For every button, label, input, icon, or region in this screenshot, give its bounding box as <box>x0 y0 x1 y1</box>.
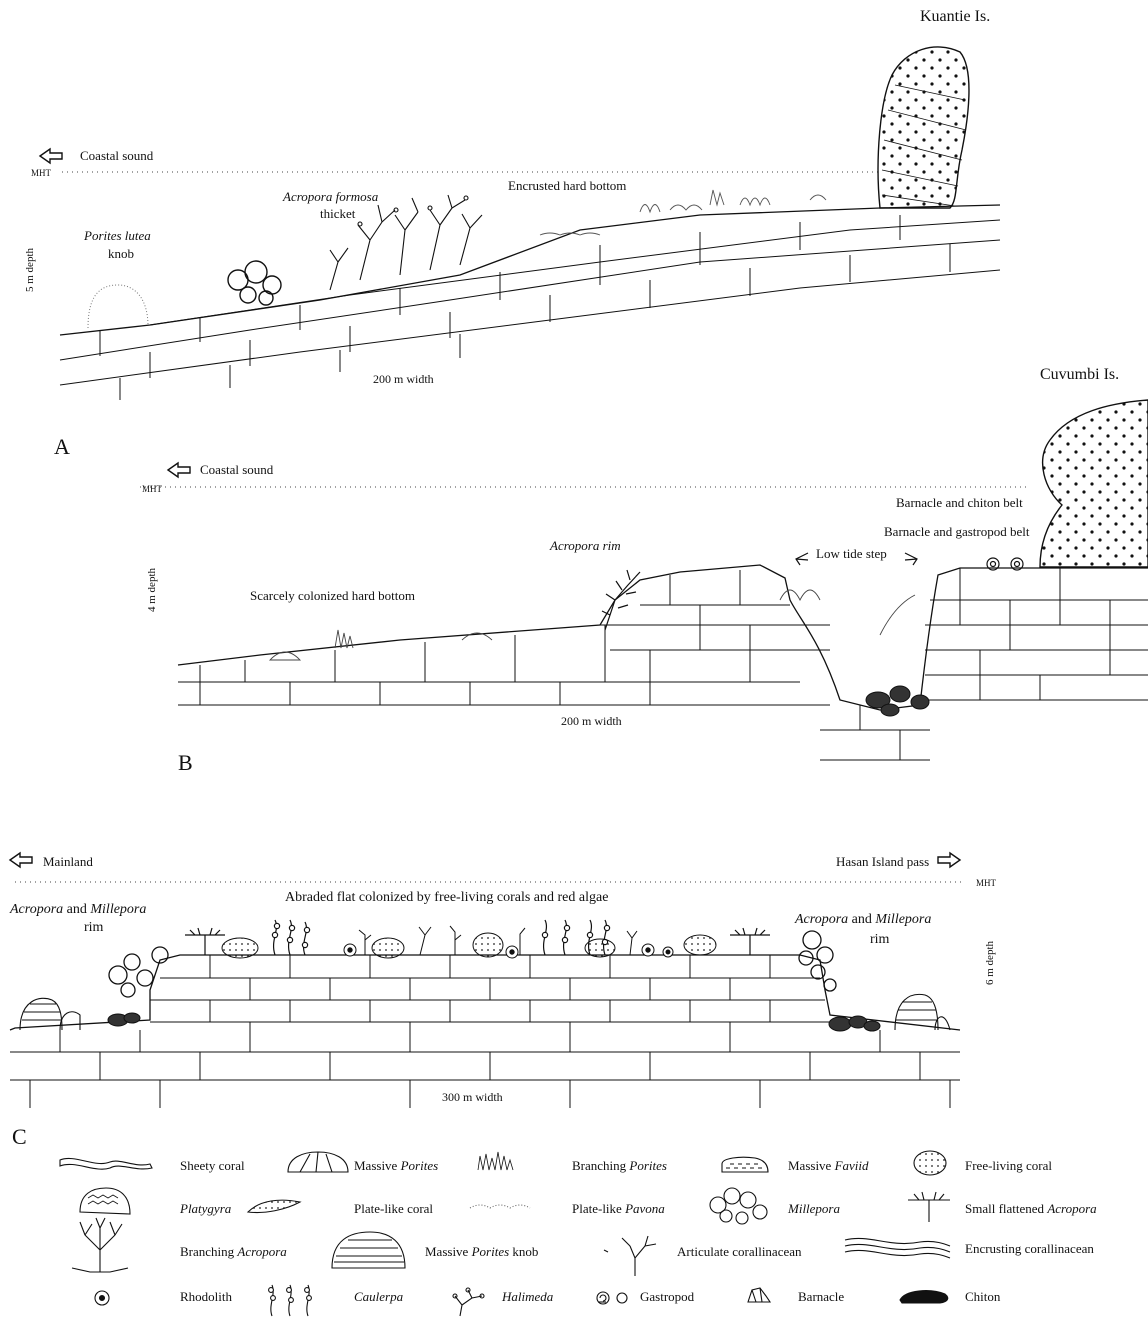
left-rim-label: Acropora and Millepora <box>10 902 146 918</box>
free-living-coral-icon <box>914 1151 946 1175</box>
left-arrow-icon <box>168 463 190 477</box>
acropora-rim-icon <box>602 570 640 630</box>
barnacle-gastropod-belt-label: Barnacle and gastropod belt <box>884 524 1029 540</box>
porites-lutea-label: Porites lutea <box>84 228 151 244</box>
encrusting-organisms <box>540 190 826 235</box>
rhodolith-cluster-icon <box>866 686 929 716</box>
legend-label-plate-like-pavona: Plate-like Pavona <box>572 1201 665 1217</box>
mht-label: MHT <box>142 484 162 494</box>
millepora-icon <box>228 261 281 305</box>
arrow-label-hasan-island-pass: Hasan Island pass <box>836 854 929 870</box>
mht-label: MHT <box>976 878 996 888</box>
barnacle-icon <box>748 1288 770 1302</box>
legend-label-caulerpa: Caulerpa <box>354 1289 403 1305</box>
small-flattened-acropora-icon <box>908 1192 950 1222</box>
legend-label-branching-porites: Branching Porites <box>572 1158 667 1174</box>
legend-label-platygyra: Platygyra <box>180 1201 231 1217</box>
acropora-formosa-label: Acropora formosa <box>283 189 378 205</box>
platygyra-icon <box>80 1188 130 1214</box>
arrow-label-coastal-sound: Coastal sound <box>80 148 153 164</box>
low-tide-step-arrow-icon <box>905 553 917 565</box>
millepora-icon <box>109 931 836 997</box>
rhodolith-icon <box>95 1291 109 1305</box>
legend-label-plate-like-coral: Plate-like coral <box>354 1201 433 1217</box>
depth-label: 5 m depth <box>24 248 36 292</box>
chiton-icon <box>900 1291 948 1303</box>
encrusting-corallinacean-icon <box>845 1238 950 1258</box>
porites-lutea-knob-icon <box>88 285 148 328</box>
panel-letter-a: A <box>54 434 70 460</box>
massive-porites-icon <box>288 1152 348 1172</box>
plate-like-pavona-icon <box>470 1205 530 1208</box>
left-arrow-icon <box>10 853 32 867</box>
depth-label: 4 m depth <box>146 568 158 612</box>
panel-letter-b: B <box>178 750 193 776</box>
caulerpa-icon <box>269 1285 312 1316</box>
cuvumbi-island-shape <box>1040 400 1148 567</box>
panel-b-drawing <box>140 400 1148 760</box>
low-tide-step-label: Low tide step <box>816 546 887 562</box>
encrusted-hard-bottom-label: Encrusted hard bottom <box>508 178 626 194</box>
gastropod-icon <box>597 1292 627 1304</box>
width-label: 200 m width <box>373 372 434 387</box>
arrow-label-mainland: Mainland <box>43 854 93 870</box>
branching-acropora-icon <box>72 1218 128 1272</box>
low-tide-step-arrow-icon <box>796 553 808 565</box>
substrate-surface <box>178 565 1148 710</box>
legend-label-massive-faviid: Massive Faviid <box>788 1158 869 1174</box>
width-label: 200 m width <box>561 714 622 729</box>
acropora-rim-label: Acropora rim <box>550 538 621 554</box>
legend-label-free-living-coral: Free-living coral <box>965 1158 1052 1174</box>
right-arrow-icon <box>938 853 960 867</box>
plate-like-coral-icon <box>248 1200 300 1212</box>
legend-label-massive-porites: Massive Porites <box>354 1158 438 1174</box>
legend-label-rhodolith: Rhodolith <box>180 1289 232 1305</box>
legend-label-branching-acropora: Branching Acropora <box>180 1244 287 1260</box>
depth-label: 6 m depth <box>984 941 996 985</box>
barnacle-chiton-belt-label: Barnacle and chiton belt <box>896 495 1023 511</box>
sheety-coral-icon <box>60 1158 152 1169</box>
right-rim-suffix: rim <box>870 932 889 948</box>
legend-label-chiton: Chiton <box>965 1289 1000 1305</box>
panel-letter-c: C <box>12 1124 27 1150</box>
left-rim-suffix: rim <box>84 920 103 936</box>
legend-label-small-flattened-acropora: Small flattened Acropora <box>965 1201 1097 1217</box>
halimeda-icon <box>453 1288 484 1316</box>
porites-lutea-knob-label: knob <box>108 246 134 262</box>
legend-label-articulate-corallinacean: Articulate corallinacean <box>677 1244 802 1260</box>
legend-label-gastropod: Gastropod <box>640 1289 694 1305</box>
legend-label-millepora: Millepora <box>788 1201 840 1217</box>
acropora-formosa-thicket-label: thicket <box>320 206 355 222</box>
right-rim-label: Acropora and Millepora <box>795 912 931 928</box>
island-name-cuvumbi: Cuvumbi Is. <box>1040 366 1119 384</box>
massive-faviid-icon <box>722 1157 768 1172</box>
legend-label-encrusting-corallinacean: Encrusting corallinacean <box>965 1241 1094 1257</box>
island-name-kuantie: Kuantie Is. <box>920 8 990 26</box>
legend-label-halimeda: Halimeda <box>502 1289 553 1305</box>
caulerpa-icon <box>272 920 609 955</box>
legend-label-barnacle: Barnacle <box>798 1289 844 1305</box>
width-label: 300 m width <box>442 1090 503 1105</box>
panel-a-drawing <box>40 47 1000 400</box>
massive-porites-knob-icon <box>332 1232 405 1268</box>
millepora-icon <box>710 1188 767 1224</box>
arrow-label-coastal-sound: Coastal sound <box>200 462 273 478</box>
articulate-corallinacean-icon <box>604 1236 656 1276</box>
substrate-surface <box>60 205 1000 335</box>
abraded-flat-label: Abraded flat colonized by free-living co… <box>285 890 608 906</box>
legend-label-massive-porites-knob: Massive Porites knob <box>425 1244 538 1260</box>
free-living-coral-icon <box>222 933 716 958</box>
branching-porites-icon <box>478 1152 513 1170</box>
mht-label: MHT <box>31 168 51 178</box>
legend-label-sheety-coral: Sheety coral <box>180 1158 245 1174</box>
reef-platform-surface <box>10 955 960 1030</box>
left-arrow-icon <box>40 149 62 163</box>
scarcely-colonized-label: Scarcely colonized hard bottom <box>250 588 415 604</box>
